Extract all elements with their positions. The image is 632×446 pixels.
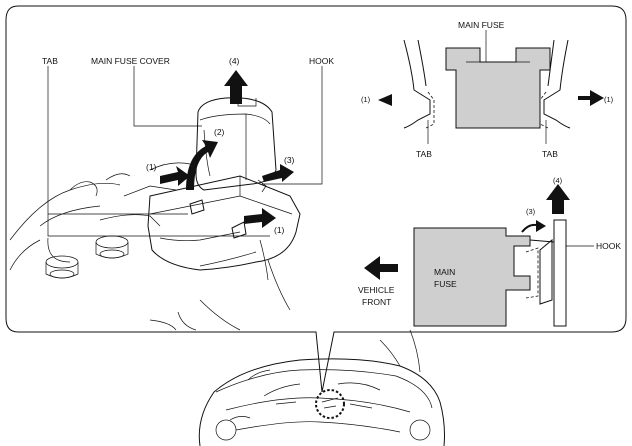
- label-tab-left: TAB: [42, 56, 58, 66]
- engine-bay-illustration: [9, 66, 323, 331]
- callout-frame: [5, 5, 627, 393]
- cap-left: [45, 255, 79, 279]
- label-hook-main: HOOK: [309, 56, 334, 66]
- label-main-fuse-cover: MAIN FUSE COVER: [91, 56, 170, 66]
- hook-detail: [364, 184, 594, 327]
- label-step3-main: (3): [284, 155, 295, 165]
- car-illustration: [198, 329, 445, 446]
- label-step4-detail: (4): [553, 176, 563, 185]
- label-step4-main: (4): [229, 56, 240, 66]
- label-step3-detail: (3): [526, 207, 536, 216]
- label-tab-right-left: TAB: [416, 149, 432, 159]
- label-vehicle-line2: FRONT: [362, 297, 391, 307]
- label-step2: (2): [214, 127, 225, 137]
- label-vehicle-line1: VEHICLE: [358, 285, 395, 295]
- label-step1-lower: (1): [274, 225, 285, 235]
- label-main-fuse-line1: MAIN: [434, 267, 455, 277]
- label-tab-right-right: TAB: [542, 149, 558, 159]
- label-step1-right-right: (1): [604, 95, 614, 104]
- fuse-section-detail: [378, 30, 604, 144]
- cap-middle: [95, 235, 129, 259]
- label-hook-detail: HOOK: [596, 241, 621, 251]
- label-step1-right-left: (1): [361, 95, 371, 104]
- label-main-fuse-line2: FUSE: [434, 279, 457, 289]
- label-main-fuse-title: MAIN FUSE: [458, 20, 505, 30]
- label-step1-upper: (1): [146, 162, 157, 172]
